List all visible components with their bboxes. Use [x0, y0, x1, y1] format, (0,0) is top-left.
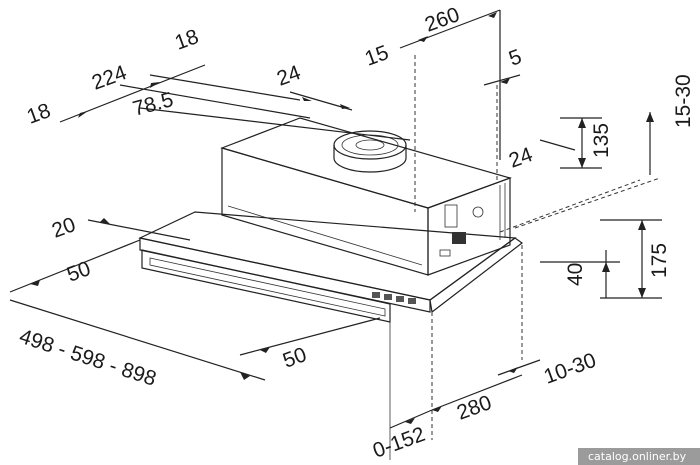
dim-24-top: 24: [274, 61, 304, 91]
dim-40: 40: [564, 263, 587, 286]
watermark-text: catalog.onliner.by: [588, 450, 687, 463]
connector-icon: [452, 232, 466, 244]
dim-135: 135: [590, 123, 613, 158]
dim-280: 280: [454, 391, 495, 425]
reference-lines: [389, 55, 661, 460]
dimension-lines: [9, 9, 662, 429]
dim-18-top: 18: [172, 25, 202, 55]
dim-224: 224: [89, 61, 130, 95]
screw-icon: [472, 206, 484, 218]
dim-0-152: 0-152: [370, 423, 428, 463]
dim-50-left: 50: [64, 257, 94, 287]
dim-15: 15: [362, 41, 392, 71]
control-knob-icon: [384, 294, 392, 300]
dim-10-30: 10-30: [541, 349, 599, 389]
dim-175: 175: [648, 243, 671, 278]
arrowheads: [30, 12, 654, 424]
control-knob-icon: [372, 292, 380, 298]
dim-15-30: 15-30: [672, 74, 695, 128]
control-knob-icon: [408, 298, 416, 304]
dim-78-5: 78.5: [130, 88, 175, 121]
dim-260: 260: [422, 3, 463, 37]
dim-18-left: 18: [24, 99, 54, 129]
dim-20: 20: [49, 213, 79, 243]
dim-498-598-898: 498 - 598 - 898: [16, 325, 159, 391]
duct-outlet-icon: [333, 130, 407, 173]
watermark: catalog.onliner.by: [578, 448, 700, 465]
dim-5: 5: [506, 45, 525, 71]
dim-24-right: 24: [506, 143, 536, 173]
control-knob-icon: [396, 296, 404, 302]
hood-body: [138, 117, 524, 323]
dim-50-bottom: 50: [280, 343, 310, 373]
dimension-labels: 18 224 18 78.5 24 15 260 5 15-30 135 24 …: [16, 3, 695, 463]
